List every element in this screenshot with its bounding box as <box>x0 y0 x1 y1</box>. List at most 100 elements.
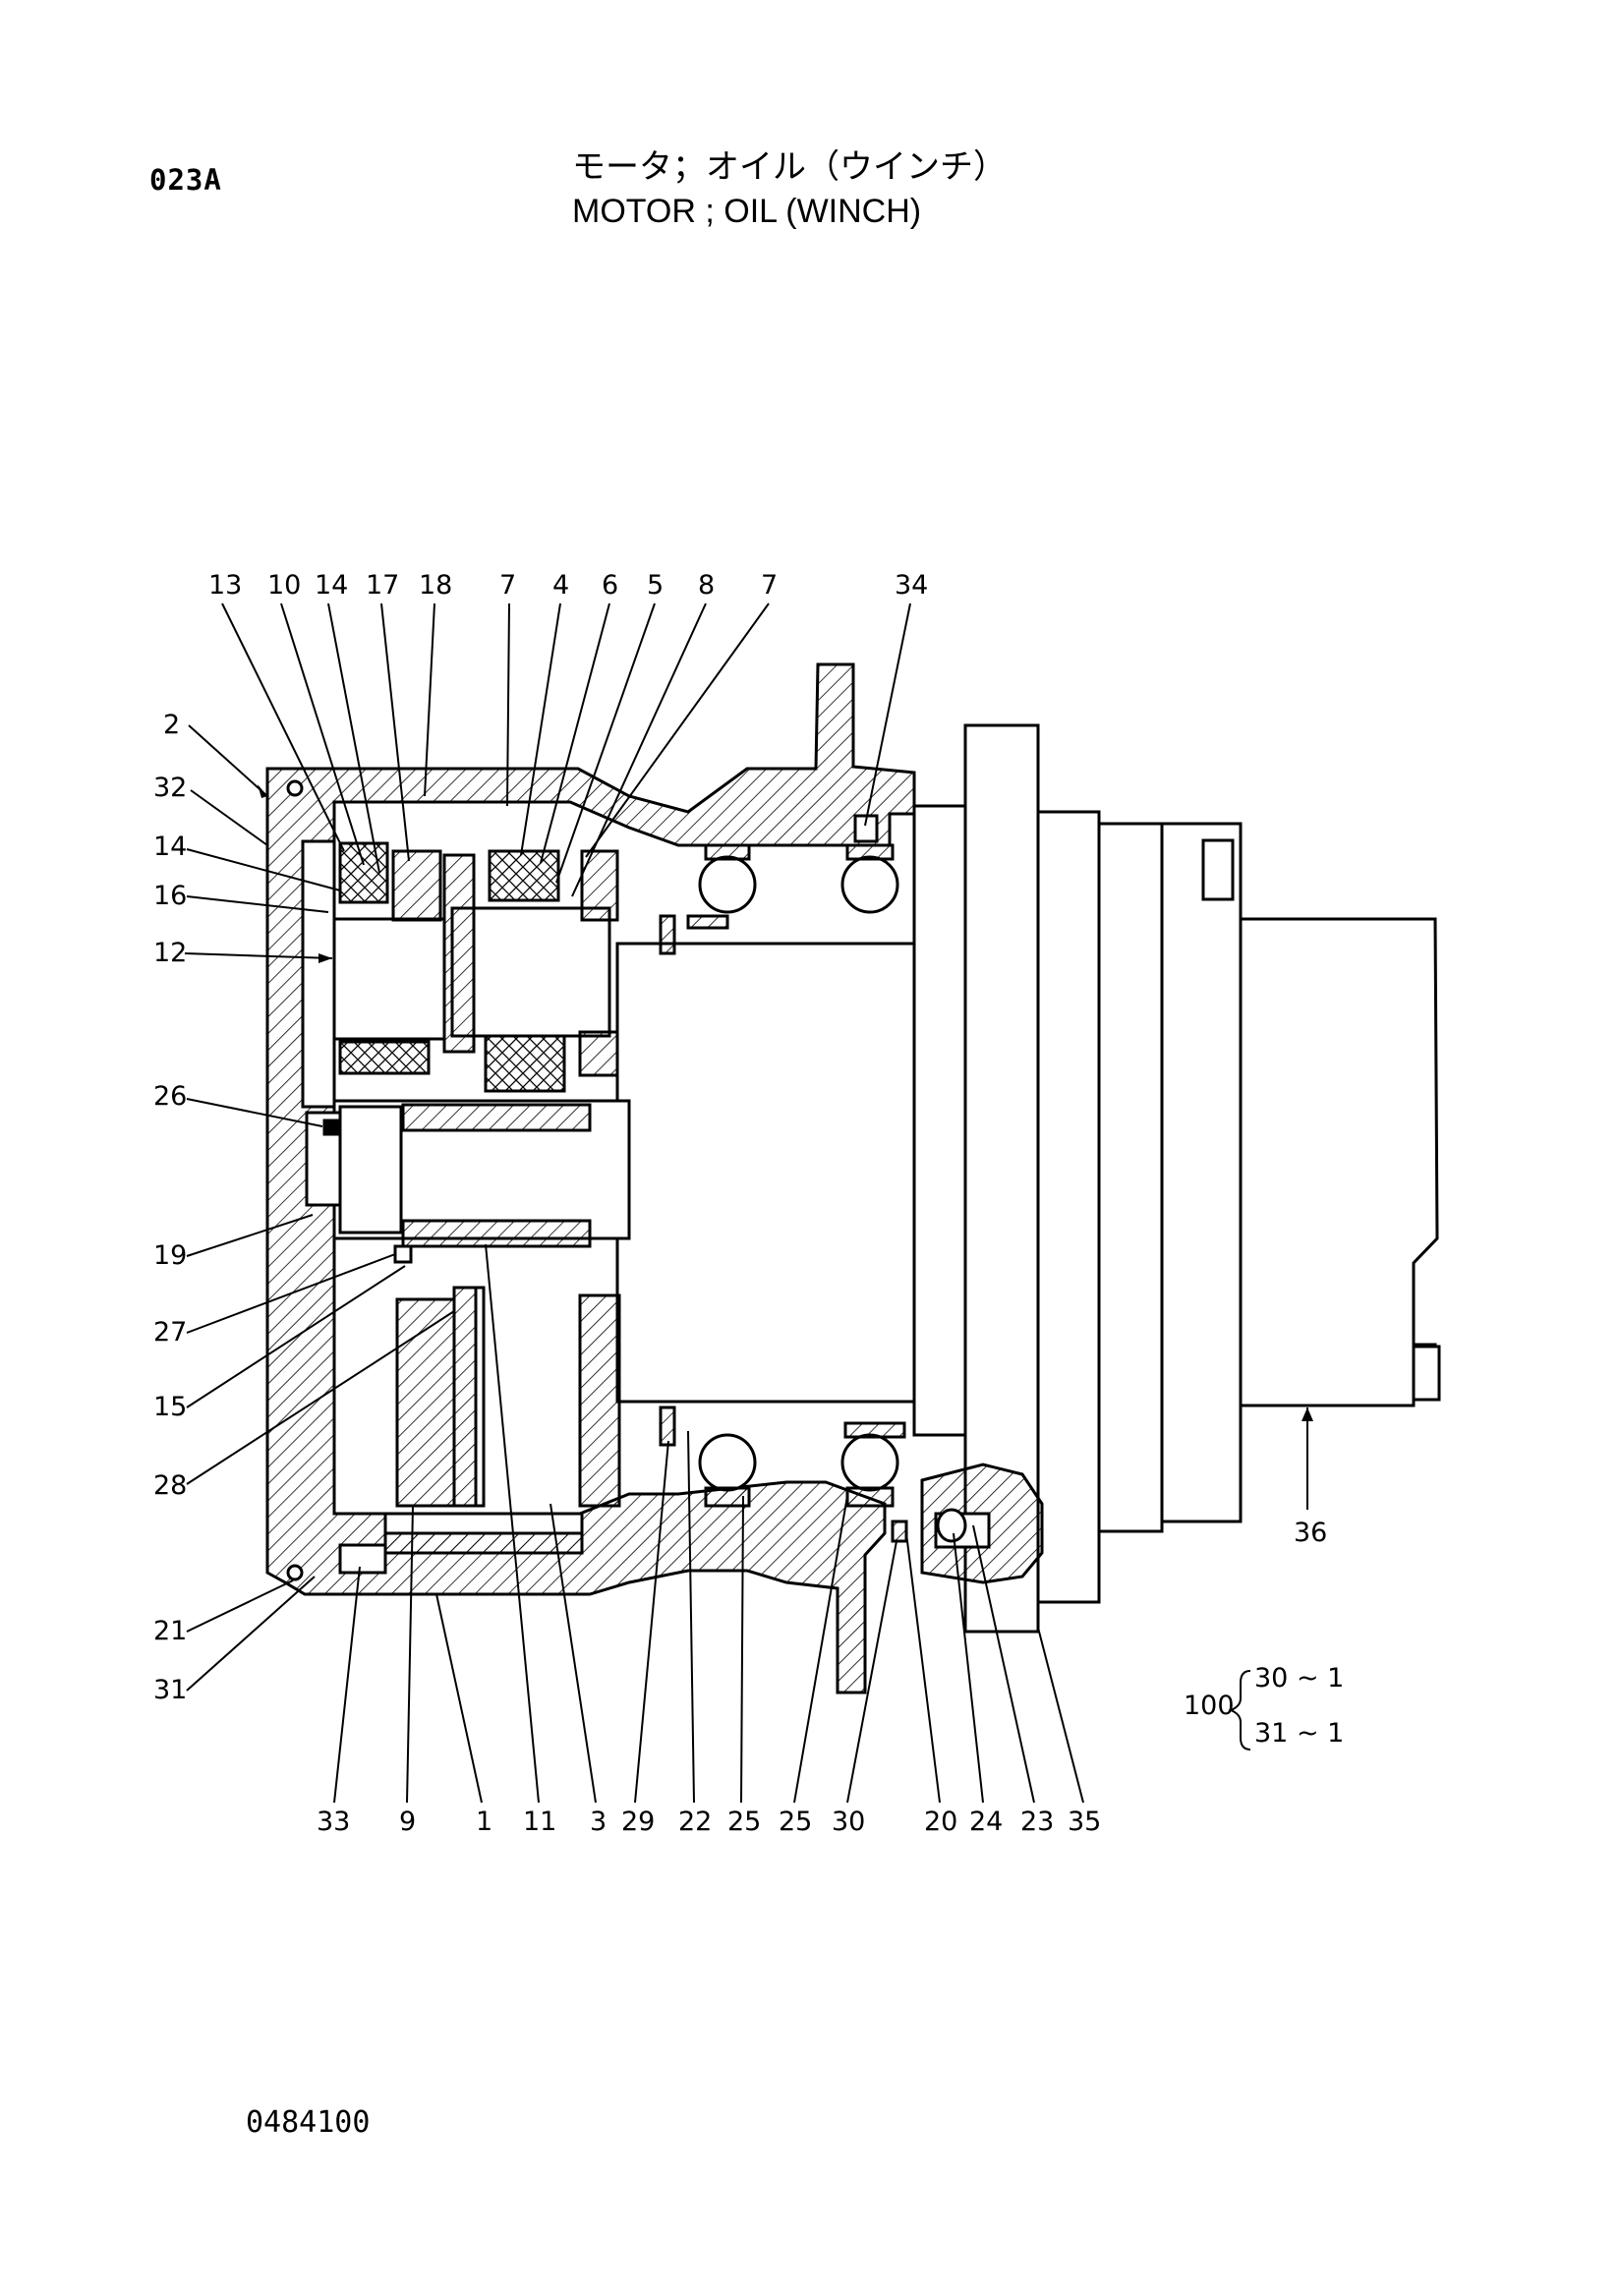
bearing-lower-left <box>698 1433 757 1492</box>
pin-base <box>383 1531 584 1555</box>
callout-2: 2 <box>163 710 180 740</box>
planet-plate-9 <box>395 1297 456 1508</box>
assembly-line-2: 31 ~ 1 <box>1254 1718 1344 1749</box>
assembly-number: 100 <box>1184 1691 1235 1721</box>
callout-26: 26 <box>153 1081 187 1112</box>
callout-9: 9 <box>399 1807 416 1837</box>
callout-34: 34 <box>895 570 928 601</box>
race-lr-in <box>843 1421 906 1439</box>
gear-teeth-upper-mid <box>488 849 560 902</box>
motor-stud <box>1412 1345 1441 1402</box>
sun-shaft-head <box>338 1105 403 1234</box>
pin-33 <box>338 1543 387 1575</box>
planet-gear-left <box>332 917 446 1041</box>
callout-14: 14 <box>315 570 348 601</box>
retainer-top <box>659 914 676 955</box>
callout-30: 30 <box>832 1807 865 1837</box>
gear-teeth-lower-left <box>338 1040 431 1075</box>
callout-13: 13 <box>208 570 242 601</box>
callout-10: 10 <box>267 570 301 601</box>
callout-21: 21 <box>153 1616 187 1646</box>
race-ul-in <box>686 914 729 930</box>
callout-8: 8 <box>698 570 715 601</box>
assembly-brace <box>1228 1670 1251 1751</box>
drawing-number: 0484100 <box>246 2105 371 2140</box>
callout-5: 5 <box>647 570 664 601</box>
callout-36: 36 <box>1294 1518 1327 1548</box>
callout-14-left: 14 <box>153 832 187 862</box>
seal-small-20 <box>891 1520 908 1543</box>
callout-12: 12 <box>153 938 187 968</box>
callout-11: 11 <box>523 1807 556 1837</box>
seal-34 <box>853 814 879 843</box>
page-code: 023A <box>149 163 222 197</box>
sun-spline-top <box>401 1103 592 1132</box>
callouts-top: 13 10 14 17 18 7 4 6 5 8 7 34 <box>208 570 928 601</box>
gear-teeth-upper-left <box>338 841 389 904</box>
bearing-lower-right <box>840 1433 899 1492</box>
callout-24: 24 <box>969 1807 1003 1837</box>
callout-3: 3 <box>590 1807 607 1837</box>
gear-teeth-lower-mid <box>484 1034 566 1093</box>
callout-25b: 25 <box>779 1807 812 1837</box>
top-stud <box>1201 838 1235 901</box>
callout-25a: 25 <box>727 1807 761 1837</box>
bearing-upper-left <box>698 855 757 914</box>
callout-7a: 7 <box>499 570 516 601</box>
callout-29: 29 <box>621 1807 655 1837</box>
seal-26 <box>322 1119 340 1136</box>
planet-gear-right <box>450 906 611 1038</box>
title-english: MOTOR ; OIL (WINCH) <box>572 193 922 230</box>
oring-2 <box>286 779 304 797</box>
leader-lines <box>184 603 1308 1804</box>
bearing-upper-right <box>840 855 899 914</box>
motor-body <box>1239 917 1439 1407</box>
planet-plate-3 <box>578 1293 621 1508</box>
seal-o-ring <box>936 1508 967 1543</box>
callout-19: 19 <box>153 1240 187 1271</box>
race-lr <box>845 1486 895 1508</box>
callout-23: 23 <box>1020 1807 1054 1837</box>
sun-spline-bottom <box>401 1219 592 1248</box>
callout-31: 31 <box>153 1675 187 1705</box>
race-ll <box>704 1486 751 1508</box>
flange-plate-3 <box>1036 810 1101 1604</box>
callout-35: 35 <box>1068 1807 1101 1837</box>
flange-plate-4 <box>1097 822 1164 1533</box>
race-ul <box>704 843 751 861</box>
plug-27 <box>393 1244 413 1264</box>
flange-plate-5 <box>1160 822 1243 1523</box>
planet-plate-11 <box>474 1286 486 1508</box>
callout-15: 15 <box>153 1392 187 1422</box>
retainer-29 <box>659 1406 676 1447</box>
carrier-lower-right <box>578 1030 619 1077</box>
central-shaft-body <box>615 942 916 1404</box>
callout-33: 33 <box>317 1807 350 1837</box>
assembly-note: 100 30 ~ 1 31 ~ 1 <box>1184 1663 1344 1751</box>
flange-plate-1 <box>912 804 967 1437</box>
assembly-line-1: 30 ~ 1 <box>1254 1663 1344 1693</box>
callout-18: 18 <box>419 570 452 601</box>
carrier-upper-left <box>391 849 442 922</box>
callout-20: 20 <box>924 1807 957 1837</box>
race-ur <box>845 843 895 861</box>
callout-1: 1 <box>476 1807 492 1837</box>
planet-plate-28 <box>452 1286 478 1508</box>
leader-arrowheads <box>258 784 1313 1421</box>
oring-21 <box>286 1564 304 1581</box>
callout-27: 27 <box>153 1317 187 1348</box>
callouts-right: 36 <box>1294 1518 1327 1548</box>
callout-6: 6 <box>602 570 618 601</box>
title-japanese: モータ；オイル（ウインチ） <box>572 147 1007 187</box>
callout-7b: 7 <box>761 570 778 601</box>
callout-28: 28 <box>153 1470 187 1501</box>
callout-16: 16 <box>153 881 187 911</box>
callouts-bottom: 33 9 1 11 3 29 22 25 25 30 20 24 23 35 <box>317 1807 1101 1837</box>
callout-4: 4 <box>552 570 569 601</box>
callout-17: 17 <box>366 570 399 601</box>
carrier-upper-mid <box>442 853 476 1054</box>
callout-32: 32 <box>153 773 187 803</box>
callouts-left: 2 32 14 16 12 26 19 27 15 28 21 31 <box>153 710 187 1705</box>
callout-22: 22 <box>678 1807 712 1837</box>
